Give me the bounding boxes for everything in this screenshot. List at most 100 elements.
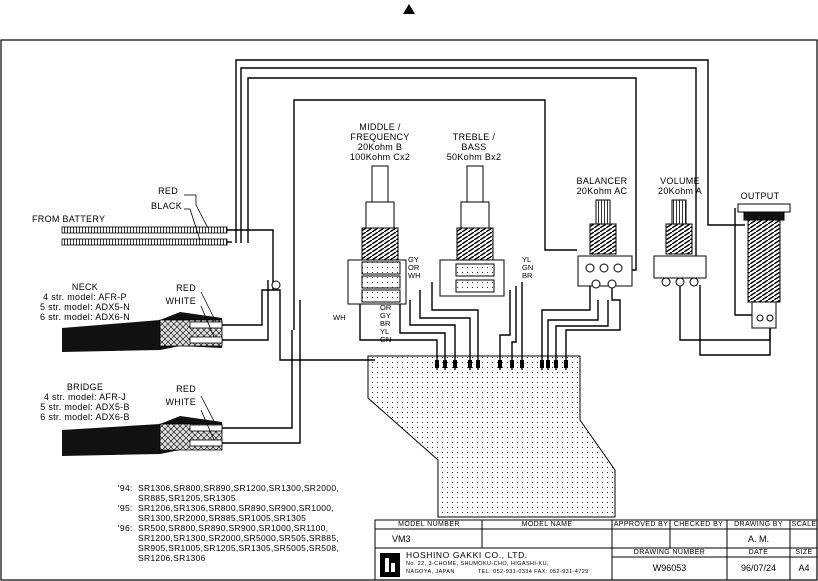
models-list-text: SR1206,SR1306 xyxy=(138,553,206,563)
tb-drawing-by: A. M. xyxy=(747,534,769,544)
bridge-title: BRIDGE xyxy=(66,382,104,392)
mid-wire-labels: GY OR WH xyxy=(408,256,421,280)
models-row: SR1206,SR1306 xyxy=(118,553,339,563)
battery-red-label: RED xyxy=(158,186,178,196)
models-list-text: SR500,SR800,SR890,SR900,SR1000,SR1100, xyxy=(138,523,329,533)
orientation-arrow-icon xyxy=(403,4,415,14)
battery-black-label: BLACK xyxy=(150,201,182,211)
models-year: '95: xyxy=(118,503,133,513)
volume-pot-line1: VOLUME xyxy=(660,176,700,186)
models-list-text: SR1300,SR2000,SR885,SR1005,SR1305 xyxy=(138,513,307,523)
tb-drawing-number: W96053 xyxy=(652,563,687,573)
battery-cable xyxy=(61,194,228,246)
tb-phone: TEL: 052-931-0334 FAX: 052-931-4729 xyxy=(478,569,589,575)
bridge-pickup-label: BRIDGE 4 str. model: AFR-J 5 str. model:… xyxy=(30,382,140,422)
volume-pot-line2: 20Kohm A xyxy=(658,186,702,196)
wire-junction xyxy=(271,280,281,290)
balancer-pot-line2: 20Kohm AC xyxy=(576,186,628,196)
tb-size: A4 xyxy=(798,563,810,573)
bridge-model-4: 4 str. model: AFR-J xyxy=(43,392,127,402)
bridge-pickup-cable xyxy=(62,395,223,456)
battery-label: FROM BATTERY xyxy=(32,214,106,224)
tb-date-header: DATE xyxy=(748,549,769,556)
models-year: '94: xyxy=(118,483,133,493)
models-row: '94: SR1306,SR800,SR890,SR1200,SR1300,SR2… xyxy=(118,483,339,493)
models-list-text: SR1306,SR800,SR890,SR1200,SR1300,SR2000, xyxy=(138,483,340,493)
bridge-white-label: WHITE xyxy=(165,397,196,407)
treble-pot-line2: BASS xyxy=(461,142,487,152)
volume-pot xyxy=(653,199,707,287)
neck-pickup-cable xyxy=(62,291,223,352)
tb-date: 96/07/24 xyxy=(740,563,777,573)
tb-model-number: VM3 xyxy=(392,534,411,544)
wire-yl: YL xyxy=(522,255,532,264)
wire-bottom-yl: YL xyxy=(380,327,390,336)
wire-wh: WH xyxy=(408,271,421,280)
treble-wire-labels: YL GN BR xyxy=(522,256,533,280)
tb-address1: No. 22, 3-CHOME, SHUMOKU-CHO, HIGASHI-KU… xyxy=(406,561,549,567)
middle-frequency-pot xyxy=(347,165,407,305)
wire-bottom-gn: GN xyxy=(380,335,392,344)
circuit-board xyxy=(367,355,616,518)
wire-wh-ground: WH xyxy=(333,313,346,322)
wire-bottom-gy: GY xyxy=(380,311,391,320)
tb-model-name-header: MODEL NAME xyxy=(521,521,573,528)
wire-or: OR xyxy=(408,263,420,272)
models-list: '94: SR1306,SR800,SR890,SR1200,SR1300,SR2… xyxy=(118,483,339,563)
middle-pot-line1: MIDDLE / xyxy=(359,122,401,132)
mid-bottom-wire-labels: OR GY BR YL GN xyxy=(380,304,391,344)
neck-model-6: 6 str. model: ADX6-N xyxy=(39,312,131,322)
tb-scale-header: SCALE xyxy=(791,521,817,528)
treble-bass-pot xyxy=(439,165,505,297)
neck-model-5: 5 str. model: ADX5-N xyxy=(39,302,131,312)
balancer-pot-line1: BALANCER xyxy=(576,176,628,186)
neck-pickup-label: NECK 4 str. model: AFR-P 5 str. model: A… xyxy=(30,282,140,322)
bridge-model-6: 6 str. model: ADX6-B xyxy=(40,412,130,422)
company-logo-icon xyxy=(380,553,400,577)
tb-model-number-header: MODEL NUMBER xyxy=(398,521,460,528)
middle-pot-line2: FREQUENCY xyxy=(350,132,410,142)
tb-size-header: SIZE xyxy=(795,549,813,556)
volume-pot-label: VOLUME 20Kohm A xyxy=(640,176,720,196)
balancer-pot xyxy=(577,199,633,289)
tb-drawing-by-header: DRAWING BY xyxy=(734,521,783,528)
models-list-text: SR905,SR1005,SR1205,SR1305,SR5005,SR508, xyxy=(138,543,340,553)
treble-pot-line3: 50Kohm Bx2 xyxy=(446,152,502,162)
bridge-red-label: RED xyxy=(176,384,196,394)
treble-pot-label: TREBLE / BASS 50Kohm Bx2 xyxy=(424,132,524,162)
tb-company: HOSHINO GAKKI CO., LTD. xyxy=(406,550,528,560)
wire-bottom-br: BR xyxy=(380,319,391,328)
models-list-text: SR1200,SR1300,SR2000,SR5000,SR505,SR885, xyxy=(138,533,340,543)
neck-model-4: 4 str. model: AFR-P xyxy=(43,292,127,302)
tb-checked-header: CHECKED BY xyxy=(673,521,724,528)
tb-drawing-number-header: DRAWING NUMBER xyxy=(633,549,706,556)
models-list-text: SR885,SR1205,SR1305 xyxy=(138,493,236,503)
models-row: '95: SR1206,SR1306,SR800,SR890,SR900,SR10… xyxy=(118,503,339,513)
output-jack xyxy=(737,203,791,329)
wire-gy: GY xyxy=(408,255,419,264)
models-row: SR1200,SR1300,SR2000,SR5000,SR505,SR885, xyxy=(118,533,339,543)
models-row: '96: SR500,SR800,SR890,SR900,SR1000,SR110… xyxy=(118,523,339,533)
models-row: SR905,SR1005,SR1205,SR1305,SR5005,SR508, xyxy=(118,543,339,553)
output-label: OUTPUT xyxy=(740,191,780,201)
tb-approved-header: APPROVED BY xyxy=(613,521,669,528)
models-row: SR1300,SR2000,SR885,SR1005,SR1305 xyxy=(118,513,339,523)
models-row: SR885,SR1205,SR1305 xyxy=(118,493,339,503)
models-year: '96: xyxy=(118,523,133,533)
board-pins xyxy=(435,360,568,368)
neck-title: NECK xyxy=(71,282,99,292)
treble-pot-line1: TREBLE / xyxy=(452,132,496,142)
wire-br: BR xyxy=(522,271,533,280)
middle-pot-line4: 100Kohm Cx2 xyxy=(349,152,411,162)
balancer-pot-label: BALANCER 20Kohm AC xyxy=(560,176,644,196)
wire-gn: GN xyxy=(522,263,534,272)
middle-pot-label: MIDDLE / FREQUENCY 20Kohm B 100Kohm Cx2 xyxy=(330,122,430,162)
neck-red-label: RED xyxy=(176,283,196,293)
middle-pot-line3: 20Kohm B xyxy=(357,142,403,152)
models-list-text: SR1206,SR1306,SR800,SR890,SR900,SR1000, xyxy=(138,503,334,513)
title-block xyxy=(374,519,818,581)
tb-address2: NAGOYA, JAPAN xyxy=(406,569,455,575)
wiring-lines xyxy=(222,59,771,444)
